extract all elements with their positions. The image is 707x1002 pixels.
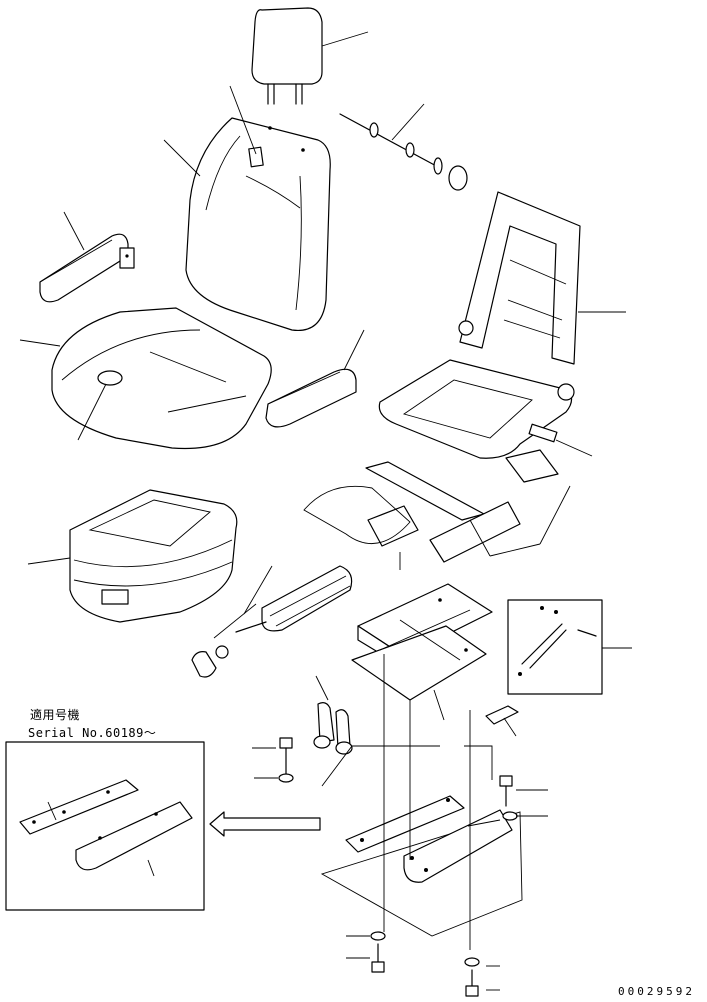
- right-armrest: [265, 329, 365, 428]
- slide-rails: [303, 449, 571, 570]
- bolt-bottom-right: [464, 957, 500, 997]
- mounting-hardware: [313, 675, 519, 755]
- base-plate-assembly: [320, 654, 523, 950]
- lumbar-adjust-rod: [339, 103, 468, 191]
- bolt-right-upper: [499, 775, 548, 821]
- inset-reference-arrow: [209, 811, 321, 837]
- serial-number-label: Serial No.60189～: [28, 726, 157, 740]
- serial-applicability-caption: 適用号機: [30, 708, 81, 722]
- bellows-and-knob: [191, 565, 353, 678]
- serial-inset: [5, 741, 205, 911]
- bolt-bottom-left: [346, 931, 386, 973]
- bolt-left-upper: [252, 737, 294, 783]
- left-armrest: [39, 211, 135, 303]
- seat-frame: [378, 191, 626, 459]
- scissor-lift: [351, 583, 493, 721]
- backrest-cushion: [163, 85, 331, 332]
- seat-cushion: [19, 307, 272, 450]
- suspension-unit: [27, 489, 238, 623]
- shock-absorber-detail: [507, 599, 632, 695]
- drawing-number: 00029592: [618, 985, 695, 998]
- headrest: [251, 7, 369, 105]
